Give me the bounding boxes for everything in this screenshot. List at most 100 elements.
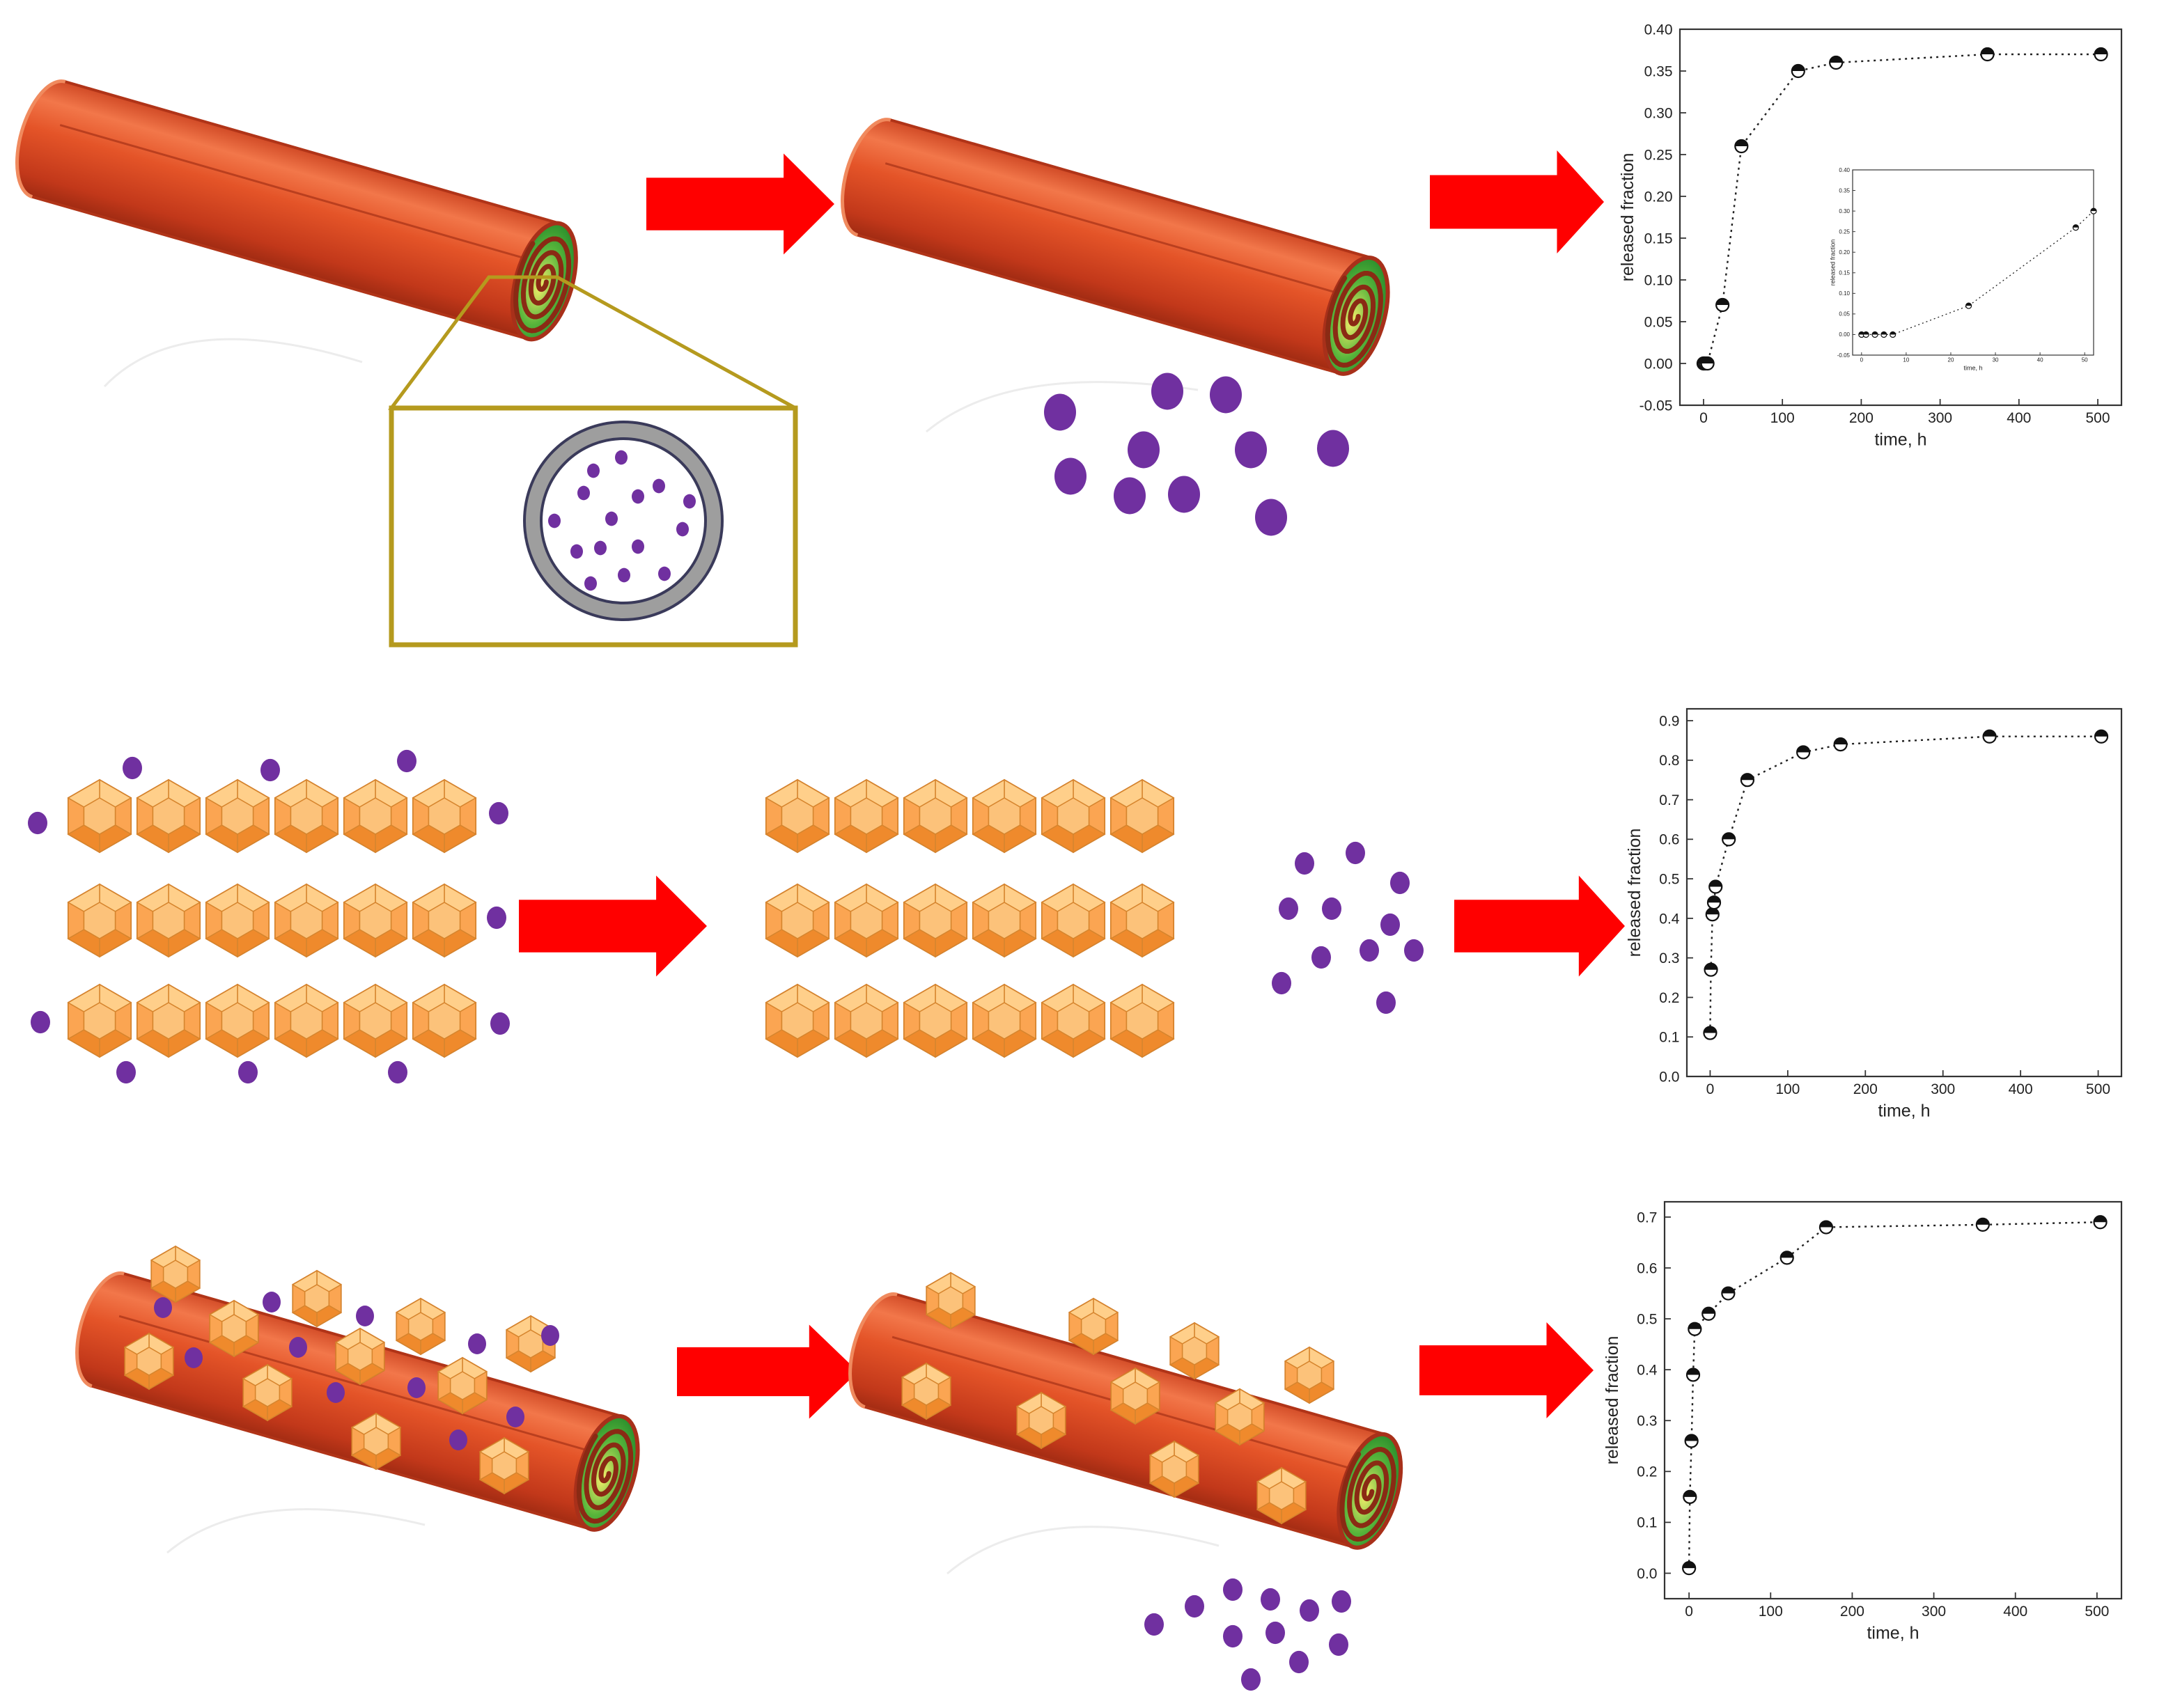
molecule-dot <box>388 1060 407 1084</box>
molecule-dot <box>1241 1668 1261 1691</box>
y-tick-label: 0.30 <box>1644 105 1673 121</box>
molecule-dot <box>28 811 47 835</box>
molecule-dot <box>1295 852 1314 875</box>
y-tick-label: 0.10 <box>1839 290 1850 297</box>
plot-frame <box>1852 169 2094 356</box>
molecule-dot <box>407 1377 426 1398</box>
cluster-icon <box>412 778 477 854</box>
encapsulated-molecule <box>683 494 696 509</box>
surface-clusters <box>901 1271 1335 1525</box>
x-tick-label: 100 <box>1770 410 1795 426</box>
cluster-icon <box>1109 778 1175 854</box>
encapsulated-molecule <box>658 566 671 581</box>
arrow-shape <box>677 1324 858 1419</box>
plot-frame <box>1685 707 2123 1078</box>
cluster-icon <box>903 983 968 1058</box>
y-tick-label: -0.05 <box>1640 398 1673 414</box>
shadow-arc <box>926 381 1199 433</box>
y-tick-label: 0.3 <box>1659 950 1679 966</box>
data-point <box>1701 1306 1716 1321</box>
molecule-dot <box>1390 871 1410 895</box>
tube-back-edge <box>15 79 66 199</box>
cluster-icon <box>67 983 132 1058</box>
cluster-icon <box>136 778 201 854</box>
data-point <box>1871 331 1878 338</box>
molecule-dot <box>1128 431 1160 469</box>
cluster-icon <box>291 1269 343 1328</box>
encapsulated-molecule <box>605 511 618 526</box>
molecule-dot <box>541 1325 559 1346</box>
cluster-icon <box>123 1332 175 1390</box>
x-tick-label: 30 <box>1993 357 1999 363</box>
surface-clusters-and-molecules <box>123 1245 559 1495</box>
arrow-icon <box>677 1324 858 1419</box>
data-point <box>1779 1251 1794 1265</box>
y-tick-label: 0.4 <box>1637 1363 1658 1379</box>
molecule-dot <box>1261 1588 1280 1611</box>
arrow-shape <box>1419 1322 1594 1418</box>
molecule-dot <box>1054 457 1086 495</box>
y-tick-label: 0.3 <box>1637 1413 1657 1429</box>
y-tick-label: 0.1 <box>1637 1515 1657 1531</box>
cluster-icon <box>274 983 339 1058</box>
y-tick-label: 0.25 <box>1644 147 1673 163</box>
cluster-icon <box>834 983 899 1058</box>
cluster-icon <box>765 983 830 1058</box>
molecule-dot <box>1168 476 1200 513</box>
cluster-icon <box>1015 1391 1067 1450</box>
molecule-dot <box>1255 499 1287 536</box>
data-point <box>2090 207 2097 214</box>
molecule-dot <box>1272 971 1291 995</box>
cluster-layers-loaded <box>67 778 477 1058</box>
y-tick-label: -0.05 <box>1837 352 1851 359</box>
cluster-icon <box>437 1356 488 1415</box>
encapsulated-molecule <box>594 540 607 556</box>
shadow-arc <box>166 1508 426 1554</box>
x-tick-label: 500 <box>2086 410 2110 426</box>
y-tick-label: 0.9 <box>1659 713 1679 729</box>
y-tick-label: 0.40 <box>1839 167 1850 173</box>
tube-body <box>848 1292 1403 1549</box>
data-point <box>2094 729 2109 744</box>
cluster-icon <box>834 778 899 854</box>
data-point <box>1704 962 1718 977</box>
nanotube-with-clusters-empty <box>848 1292 1403 1550</box>
molecule-dot <box>1114 477 1146 515</box>
tube-seam <box>885 162 1362 301</box>
molecule-dot <box>1279 897 1298 920</box>
molecule-dot <box>185 1347 203 1368</box>
lumen-interior <box>540 437 707 604</box>
x-tick-label: 0 <box>1706 1081 1715 1097</box>
x-tick-label: 100 <box>1759 1604 1783 1620</box>
tube-seam <box>59 124 550 267</box>
x-tick-label: 100 <box>1775 1081 1800 1097</box>
encapsulated-molecule <box>632 489 644 504</box>
cluster-icon <box>1169 1322 1220 1380</box>
y-axis-label: released fraction <box>1603 1336 1622 1465</box>
data-point <box>1685 1368 1701 1382</box>
molecule-dot <box>1223 1578 1243 1601</box>
spiral-layers <box>513 236 572 334</box>
y-tick-label: 0.20 <box>1839 249 1850 256</box>
tube-body <box>841 118 1389 375</box>
tube-body <box>15 79 577 341</box>
molecule-dot <box>1151 373 1183 410</box>
cluster-icon <box>412 983 477 1058</box>
intercalated-molecules <box>28 749 510 1084</box>
y-tick-label: 0.35 <box>1839 187 1850 194</box>
molecule-dot <box>327 1382 345 1403</box>
y-axis-label: released fraction <box>1829 240 1836 286</box>
molecule-dot <box>260 758 280 782</box>
spiral-layers <box>576 1429 634 1524</box>
encapsulated-molecule <box>584 576 597 591</box>
y-tick-label: 0.0 <box>1659 1069 1679 1085</box>
cluster-icon <box>1109 983 1175 1058</box>
cluster-icon <box>274 778 339 854</box>
arrow-icon <box>1430 150 1604 253</box>
arrow-shape <box>646 153 834 255</box>
y-axis-label: released fraction <box>1625 829 1644 957</box>
molecule-dot <box>1329 1633 1348 1656</box>
encapsulated-molecule <box>632 539 644 554</box>
cluster-icon <box>903 778 968 854</box>
